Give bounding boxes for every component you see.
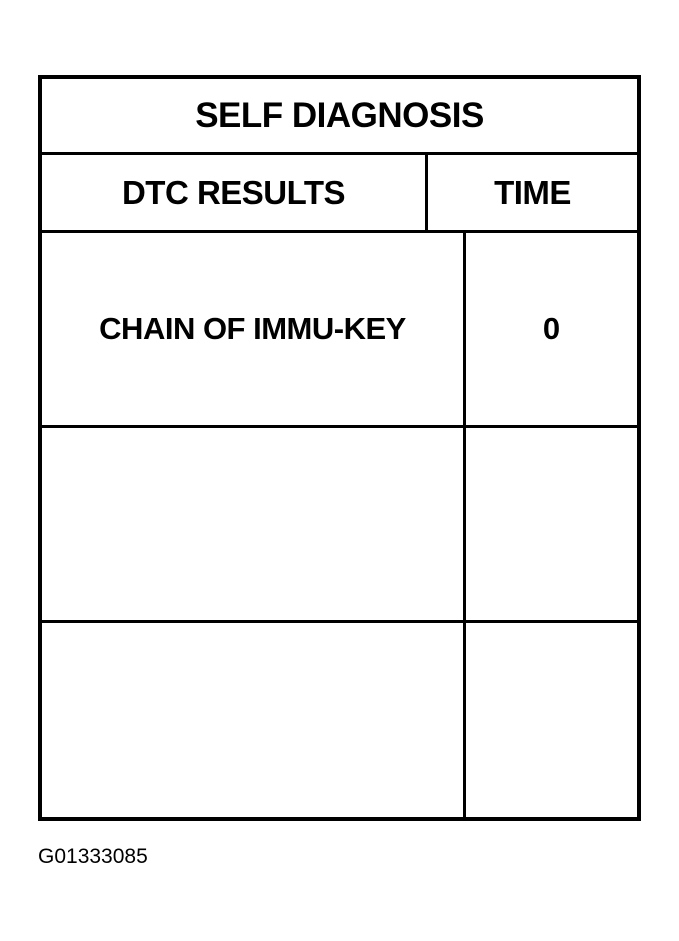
figure-id-caption: G01333085 — [38, 845, 148, 868]
dtc-result-cell: CHAIN OF IMMU-KEY — [42, 233, 466, 425]
time-cell — [466, 623, 637, 817]
dtc-result-cell — [42, 623, 466, 817]
screen-title: SELF DIAGNOSIS — [42, 79, 637, 155]
self-diagnosis-screen: SELF DIAGNOSIS DTC RESULTS TIME CHAIN OF… — [38, 75, 641, 821]
table-row[interactable]: CHAIN OF IMMU-KEY 0 — [42, 233, 637, 428]
dtc-result-cell — [42, 428, 466, 620]
time-cell: 0 — [542, 311, 561, 346]
column-header-dtc-results: DTC RESULTS — [42, 155, 428, 230]
table-row[interactable] — [42, 623, 637, 817]
table-header: DTC RESULTS TIME — [42, 155, 637, 233]
time-cell — [466, 428, 637, 620]
column-header-time: TIME — [494, 173, 571, 211]
table-row[interactable] — [42, 428, 637, 623]
